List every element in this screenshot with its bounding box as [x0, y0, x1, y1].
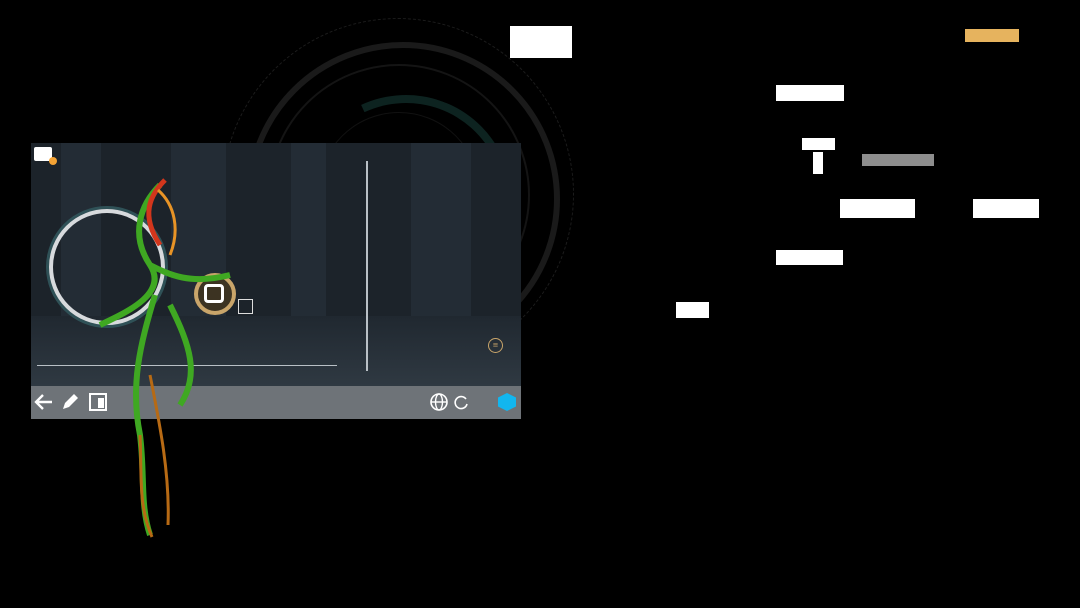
level-tag [862, 154, 934, 166]
globe-icon[interactable] [428, 391, 450, 413]
notification-dot [49, 157, 57, 165]
level-bar [813, 152, 823, 174]
level-label [802, 138, 835, 150]
preview-toolbar [31, 386, 521, 419]
game-logo [510, 26, 572, 58]
panel-icon[interactable] [87, 391, 109, 413]
details-heading [776, 85, 844, 101]
refresh-icon[interactable] [450, 391, 472, 413]
score-value [840, 199, 915, 218]
preview-timeline-line [366, 161, 368, 371]
small-indicator [238, 299, 253, 314]
pencil-icon[interactable] [59, 391, 81, 413]
accuracy-value [973, 199, 1039, 218]
header-badge[interactable] [965, 29, 1019, 42]
combo-badge-icon [194, 273, 236, 315]
gameplay-preview[interactable] [31, 143, 521, 419]
menu-circle-icon[interactable]: ≡ [488, 338, 503, 353]
hexagon-badge-icon[interactable] [498, 393, 516, 411]
arrow-left-icon[interactable] [33, 391, 55, 413]
judgement-ring [49, 209, 165, 325]
preview-stage-floor [31, 316, 521, 386]
selected-song-value [676, 302, 709, 318]
preview-floor-line [37, 365, 337, 366]
details-subheading[interactable] [776, 250, 843, 265]
folder-icon[interactable] [34, 147, 52, 161]
